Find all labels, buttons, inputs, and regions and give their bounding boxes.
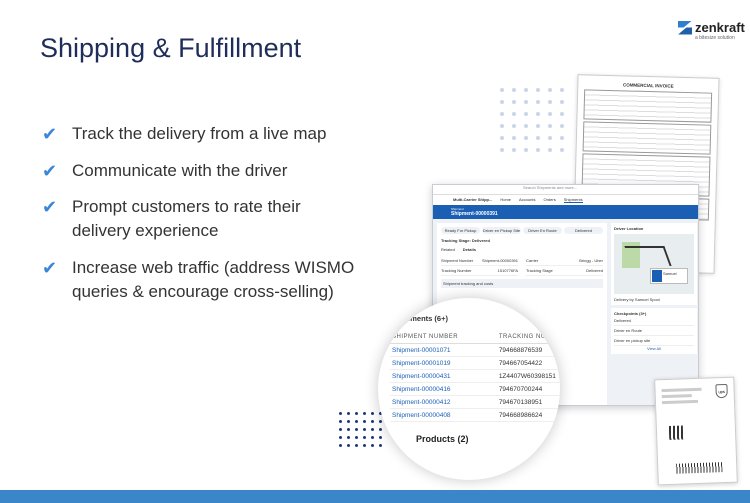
check-icon: ✔ (42, 124, 58, 144)
qr-code-icon (668, 425, 684, 440)
tracking-stage: Tracking Stage: Delivered (441, 238, 490, 243)
decorative-dots (339, 412, 382, 447)
shipment-link[interactable]: Shipment-00000408 (390, 408, 497, 422)
shipment-link[interactable]: Shipment-00000416 (390, 382, 497, 396)
ups-logo-icon: ups (715, 383, 728, 399)
record-name: Shipment-00000391 (451, 211, 498, 217)
nav-shipments[interactable]: Shipments (563, 197, 583, 203)
check-icon: ✔ (42, 161, 58, 181)
live-map[interactable]: Samuel (614, 234, 694, 294)
bullet-text: Track the delivery from a live map (72, 124, 327, 143)
bullet-communicate: ✔ Communicate with the driver (42, 159, 287, 183)
check-icon: ✔ (42, 258, 58, 278)
tracking-number: 794670700244 (496, 382, 560, 396)
checkpoint-item: Driver en Route (614, 326, 694, 336)
search-bar: Search Shipments and more... (433, 185, 698, 195)
bullet-text: Prompt customers to rate their (72, 197, 301, 216)
bullet-text: Increase web traffic (address WISMO (72, 258, 355, 277)
tracking-number: 794667054422 (496, 356, 560, 370)
checkpoint-item: Driver en pickup site (614, 336, 694, 346)
zenkraft-logo: zenkraft a bitesize solution (678, 20, 745, 41)
shipment-link[interactable]: Shipment-00000412 (390, 395, 497, 409)
card-title: Driver Location (614, 226, 644, 231)
logo-name: zenkraft (695, 20, 745, 35)
tab-details[interactable]: Details (462, 247, 476, 252)
tracking-number: 1Z4407W60398151 (496, 369, 560, 383)
barcode-icon (676, 462, 723, 474)
app-name: Multi-Carrier Shipp... (453, 197, 493, 202)
bullet-rate: ✔ Prompt customers to rate their delivery … (42, 195, 301, 243)
tracking-path: Ready For Pickup Driver en Pickup Site D… (441, 227, 603, 234)
bullet-text: Communicate with the driver (72, 161, 288, 180)
invoice-title: COMMERCIAL INVOICE (622, 82, 674, 89)
driver-popup: Samuel (650, 268, 688, 284)
column-header: TRACKING NUM (496, 331, 560, 344)
delivery-by: Delivery by Samuel Spool (614, 297, 660, 302)
side-panel: Driver Location Samuel Delivery by Samue… (611, 223, 697, 405)
products-heading: Products (2) (416, 434, 469, 444)
footer-bar (0, 490, 750, 503)
path-step: Delivered (564, 227, 603, 234)
column-header: SHIPMENT NUMBER (390, 331, 497, 344)
page-title: Shipping & Fulfillment (40, 33, 302, 63)
checkpoint-item: Delivered (614, 316, 694, 326)
record-type: Shipment (451, 207, 464, 211)
nav-home[interactable]: Home (500, 197, 512, 202)
tracking-number: 794668986624 (496, 408, 560, 422)
section-header[interactable]: Shipment tracking and costs (441, 279, 603, 288)
bullet-traffic: ✔ Increase web traffic (address WISMO quer… (42, 256, 354, 304)
shipments-heading: Shipments (6+) (394, 314, 448, 323)
shipment-link[interactable]: Shipment-00001019 (390, 356, 497, 370)
tab-related[interactable]: Related (441, 247, 455, 252)
shipment-link[interactable]: Shipment-00001071 (390, 343, 497, 357)
shipment-link[interactable]: Shipment-00000431 (390, 369, 497, 383)
nav-bar: Multi-Carrier Shipp... Home Accounts Ord… (433, 195, 698, 205)
bullet-track: ✔ Track the delivery from a live map (42, 122, 326, 146)
path-step: Driver En Route (523, 227, 562, 234)
driver-location-card: Driver Location Samuel Delivery by Samue… (611, 223, 697, 305)
nav-orders[interactable]: Orders (543, 197, 556, 202)
path-step: Driver en Pickup Site (482, 227, 521, 234)
bullet-text: delivery experience (72, 221, 219, 240)
card-title: Checkpoints (3+) (614, 311, 647, 316)
record-header: Shipment Shipment-00000391 (433, 205, 698, 219)
search-placeholder: Search Shipments and more... (523, 185, 578, 190)
view-all-link[interactable]: View All (647, 346, 661, 351)
checkpoints-card: Checkpoints (3+) Delivered Driver en Rou… (611, 308, 697, 354)
path-step: Ready For Pickup (441, 227, 480, 234)
zenkraft-logo-icon (678, 20, 692, 35)
logo-subtitle: a bitesize solution (695, 35, 735, 41)
shipping-label: ups (654, 376, 738, 486)
check-icon: ✔ (42, 197, 58, 217)
bullet-text: queries & encourage cross-selling) (72, 282, 334, 301)
decorative-dots (500, 88, 564, 152)
tracking-number: 794670138951 (496, 395, 560, 409)
tracking-number: 794668876539 (496, 343, 560, 357)
nav-accounts[interactable]: Accounts (519, 197, 536, 202)
app-screenshot: Search Shipments and more... Multi-Carri… (432, 184, 699, 406)
